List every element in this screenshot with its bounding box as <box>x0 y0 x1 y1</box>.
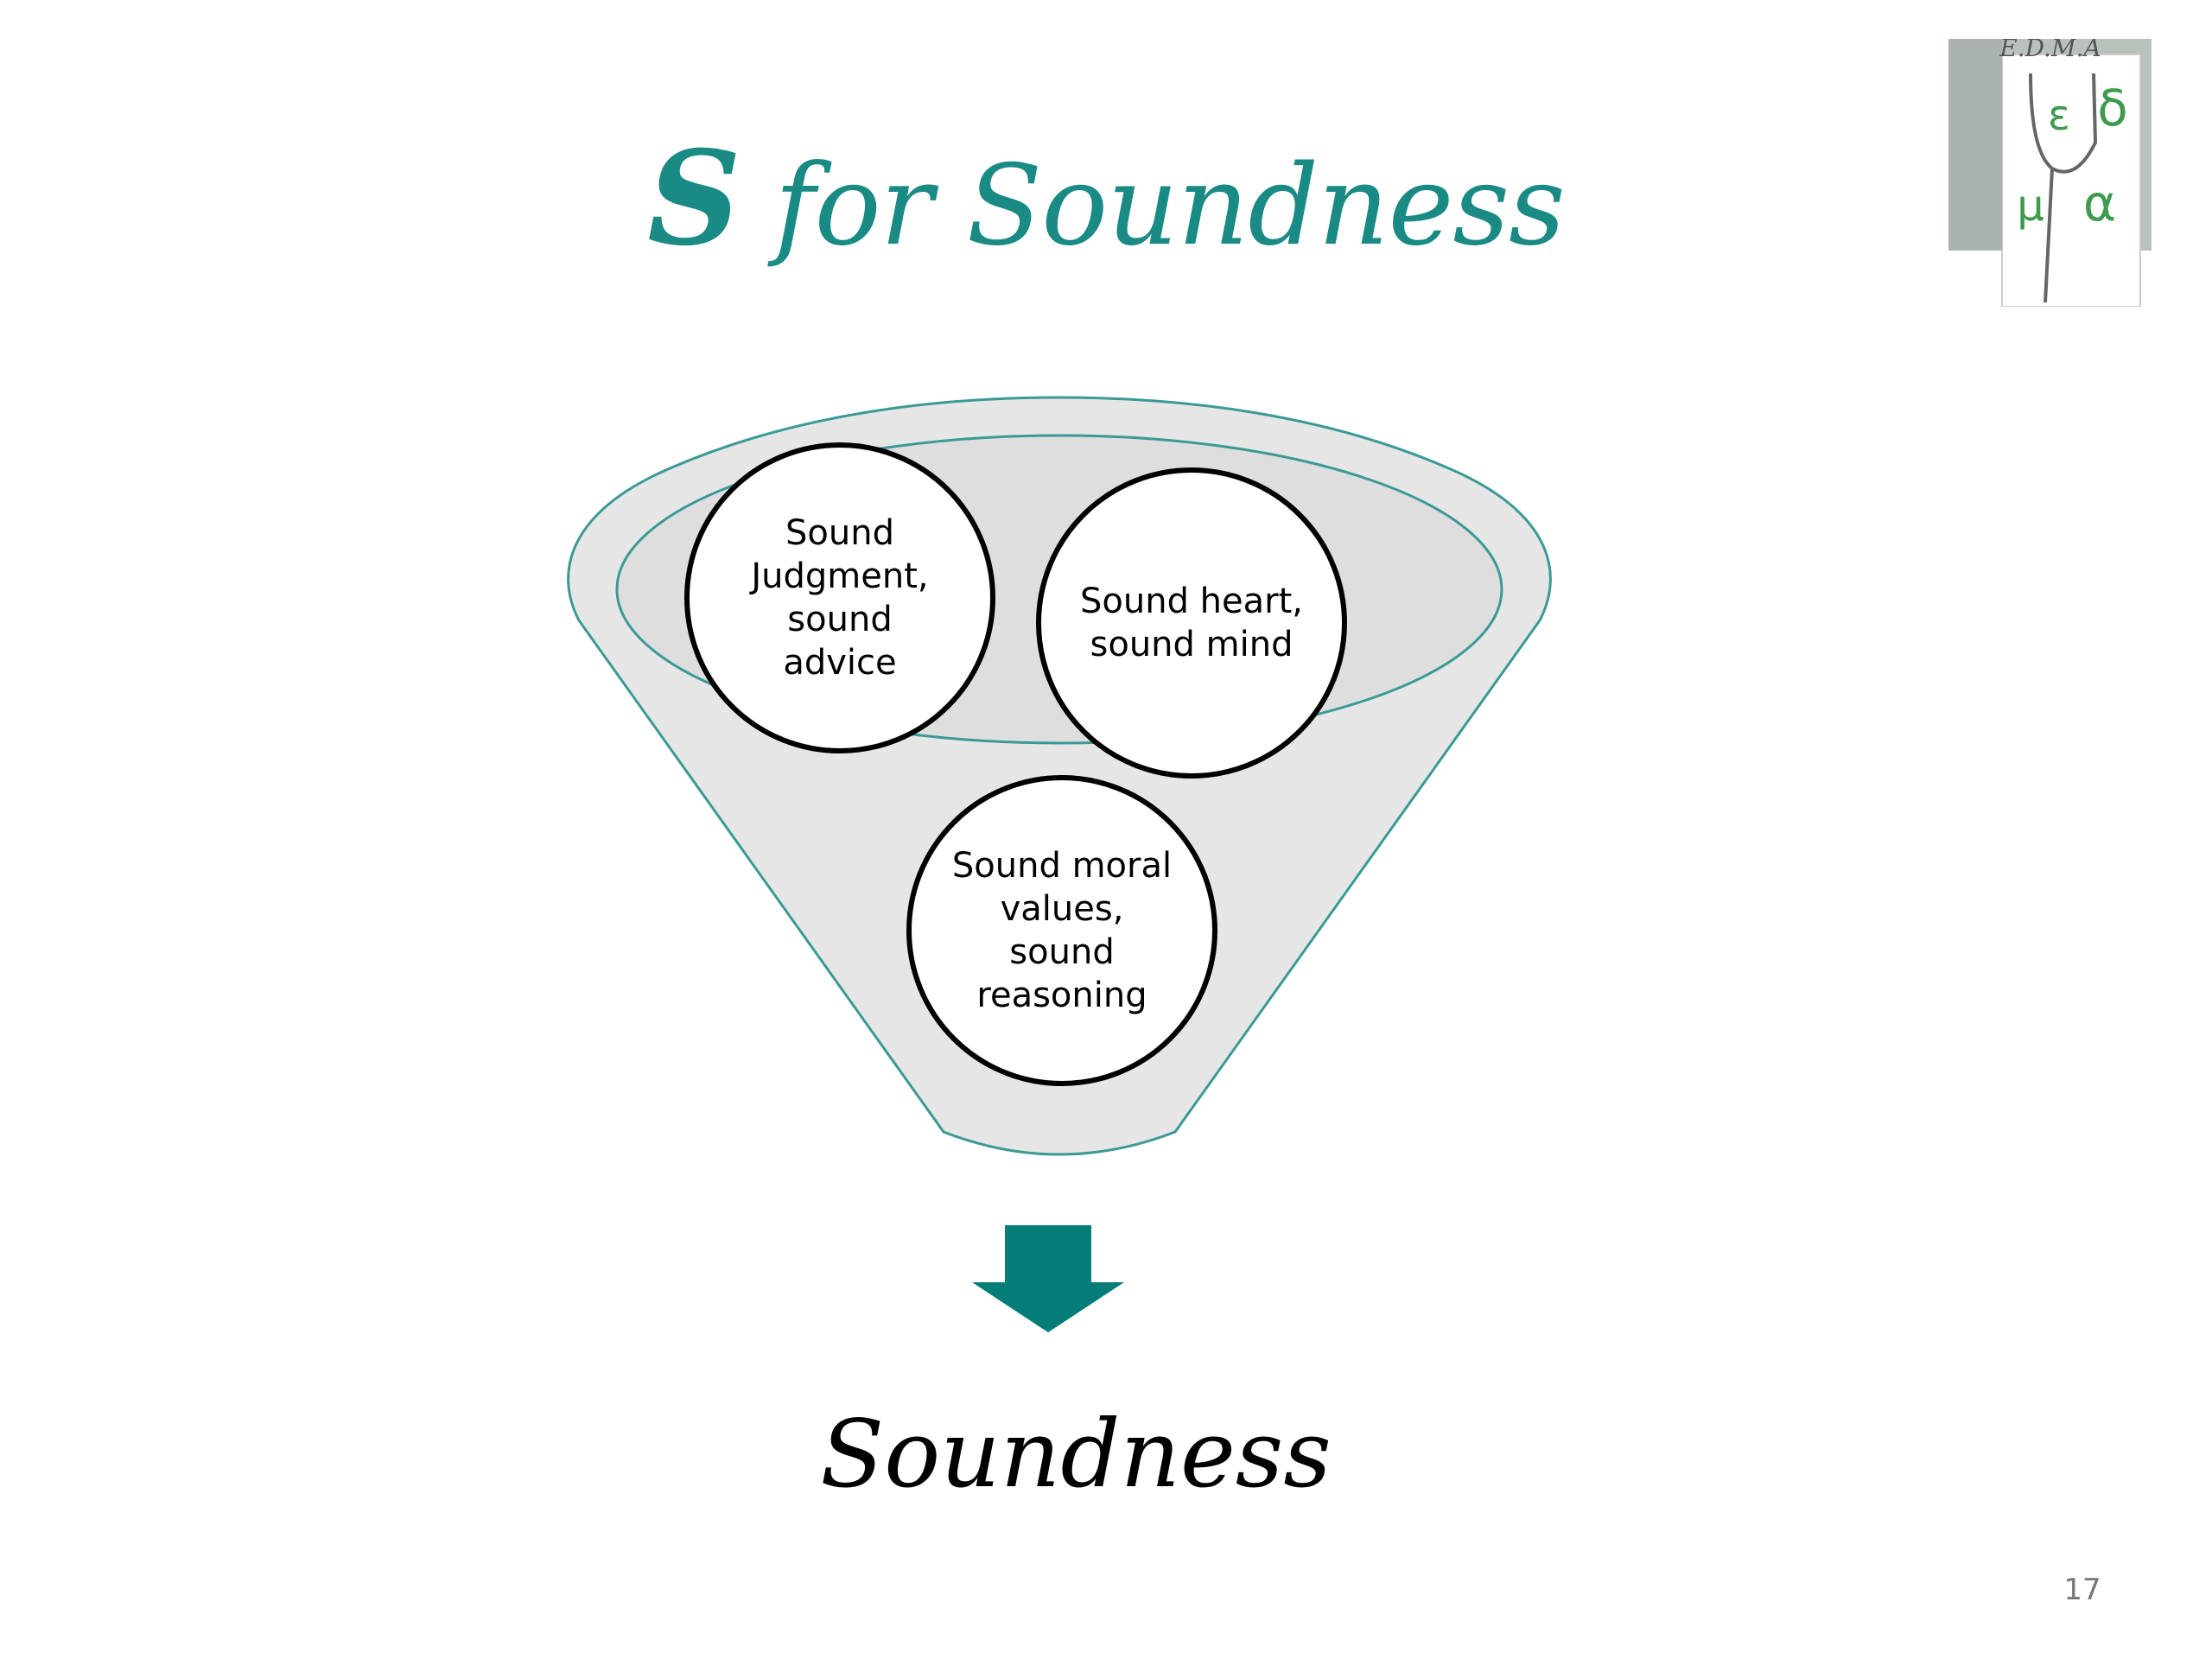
page-number: 17 <box>2063 1573 2101 1607</box>
funnel-item-judgment-label: Sound Judgment, sound advice <box>751 513 929 683</box>
title-initial: S <box>647 123 741 275</box>
result-label: Soundness <box>820 1401 1332 1509</box>
slide-title: S for Soundness <box>0 134 2212 264</box>
edma-logo: E.D.M.A ε δ μ α <box>1948 39 2152 307</box>
funnel-item-heart-label: Sound heart, sound mind <box>1080 582 1303 664</box>
down-arrow-icon <box>972 1225 1124 1332</box>
funnel-item-heart: Sound heart, sound mind <box>1036 467 1347 779</box>
funnel-item-moral-label: Sound moral values, sound reasoning <box>951 846 1173 1015</box>
funnel-item-moral: Sound moral values, sound reasoning <box>906 775 1217 1086</box>
logo-alpha: α <box>2083 174 2116 232</box>
logo-delta: δ <box>2097 79 2128 137</box>
logo-epsilon: ε <box>2048 92 2070 140</box>
funnel-item-judgment: Sound Judgment, sound advice <box>684 442 995 753</box>
logo-mu: μ <box>2017 181 2044 231</box>
title-text: for Soundness <box>740 142 1565 270</box>
logo-caption: E.D.M.A <box>1999 39 2101 62</box>
